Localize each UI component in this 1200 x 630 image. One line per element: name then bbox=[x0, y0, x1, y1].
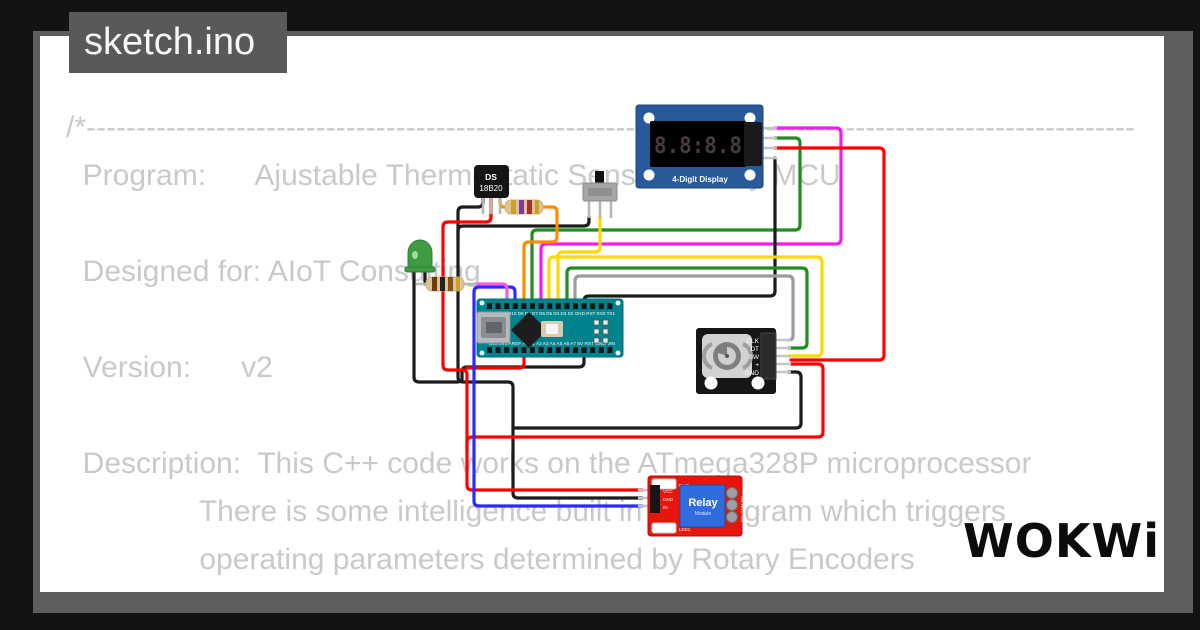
display-digits: 8.8:8.8 bbox=[654, 134, 742, 159]
encoder-pin-label-dt: DT bbox=[750, 346, 759, 353]
green-led bbox=[404, 239, 436, 273]
mount-hole bbox=[615, 350, 621, 356]
sensor-label-1: DS bbox=[485, 172, 497, 182]
rotary-encoder: CLK DT SW + GND bbox=[696, 328, 791, 394]
mount-hole bbox=[479, 350, 485, 356]
mount-hole bbox=[479, 300, 485, 306]
relay-box bbox=[679, 484, 726, 528]
resistor-led bbox=[416, 276, 477, 292]
display-connector bbox=[744, 122, 762, 166]
nano-mcu-chip bbox=[511, 312, 547, 348]
wire-switch-sig-yellow bbox=[556, 215, 602, 305]
encoder-knob-center bbox=[725, 354, 729, 358]
resistor-band bbox=[440, 277, 445, 291]
led-highlight bbox=[412, 251, 418, 259]
relay-pin-label-vcc: VCC bbox=[663, 489, 673, 494]
wire-display-5v-red bbox=[773, 146, 886, 362]
wire-display-dio-magenta bbox=[539, 126, 843, 305]
ds18b20-sensor: DS 18B20 bbox=[474, 165, 509, 214]
wire-encoder-sw-yellow bbox=[547, 255, 824, 358]
relay-led-label: LED1 bbox=[679, 527, 691, 532]
wire-display-clk-green bbox=[530, 136, 802, 305]
wire-encoder-5v-loop-red bbox=[465, 362, 825, 452]
mount-hole bbox=[751, 376, 765, 390]
wire-5v-rail-red bbox=[441, 196, 644, 492]
slide-switch bbox=[582, 171, 618, 218]
encoder-pin-label-gnd: GND bbox=[745, 370, 760, 377]
wire-led-sig-pink bbox=[474, 282, 509, 305]
mount-hole bbox=[615, 300, 621, 306]
relay-pin-label-gnd: GND bbox=[663, 497, 674, 502]
switch-knob bbox=[595, 171, 604, 187]
mount-hole bbox=[704, 376, 718, 390]
resistor-band bbox=[535, 200, 539, 214]
mount-hole bbox=[744, 112, 756, 124]
nano-bottom-silkscreen: D13 3V3 AREF A0 A1 A2 A3 A4 A5 A6 A7 5V … bbox=[489, 341, 615, 346]
resistor-band bbox=[519, 200, 524, 214]
sensor-body bbox=[474, 165, 509, 198]
wire-switch-gnd-black bbox=[456, 215, 591, 242]
nano-usb-slot bbox=[486, 322, 502, 333]
resistor-band bbox=[511, 200, 516, 214]
resistor-band bbox=[527, 200, 532, 214]
encoder-pin-label-sw: SW bbox=[749, 354, 760, 361]
relay-terminal bbox=[726, 511, 738, 523]
arduino-nano: D12 D11 D10 D9 D8 D7 D6 D5 D4 D3 D2 GND … bbox=[476, 298, 624, 358]
encoder-pin-label-clk: CLK bbox=[746, 338, 759, 345]
wire-gnd-rail-black bbox=[456, 196, 644, 500]
wire-encoder-gnd-black bbox=[511, 370, 803, 430]
relay-jumper-bottom bbox=[651, 522, 677, 534]
encoder-arrow bbox=[742, 342, 753, 370]
led-body bbox=[407, 239, 433, 270]
wokwi-logo-text: WOKWi bbox=[963, 514, 1160, 568]
seven-segment-display-module: 8.8:8.8 4-Digit Display bbox=[635, 104, 777, 189]
encoder-pin-block bbox=[760, 332, 777, 380]
relay-terminal bbox=[726, 487, 738, 499]
wire-encoder-dt-green bbox=[565, 266, 809, 350]
relay-module: PWR LED1 VCC GND IN Relay Module NO COM … bbox=[638, 475, 745, 537]
switch-slot bbox=[588, 188, 612, 196]
relay-pin-label-in: IN bbox=[663, 505, 668, 510]
relay-terminal bbox=[726, 499, 738, 511]
resistor-band bbox=[448, 277, 453, 291]
wire-encoder-clk-gray bbox=[573, 274, 795, 342]
relay-title: Relay bbox=[688, 497, 718, 509]
encoder-arrow bbox=[702, 342, 713, 370]
mount-hole bbox=[643, 169, 655, 181]
resistor-band bbox=[456, 277, 460, 291]
led-flange bbox=[404, 266, 436, 273]
nano-reset-cap bbox=[546, 324, 558, 334]
encoder-pin-label-vcc: + bbox=[755, 362, 759, 369]
nano-icsp-pins bbox=[593, 319, 609, 344]
sensor-label-2: 18B20 bbox=[479, 184, 503, 193]
sketch-filename: sketch.ino bbox=[84, 21, 256, 63]
wire-relay-in-blue bbox=[472, 285, 644, 508]
display-label: 4-Digit Display bbox=[672, 175, 728, 184]
mount-hole bbox=[744, 169, 756, 181]
relay-terminal-labels: NO COM NC bbox=[740, 495, 745, 522]
mount-hole bbox=[643, 112, 655, 124]
relay-pin-header bbox=[650, 485, 660, 513]
wokwi-logo: WOKWi bbox=[963, 514, 1160, 568]
resistor-band bbox=[432, 277, 437, 291]
relay-subtitle: Module bbox=[695, 511, 712, 517]
sketch-title-tab: sketch.ino bbox=[69, 12, 287, 73]
resistor-pullup bbox=[504, 199, 544, 215]
wire-led-gnd-black bbox=[412, 264, 460, 384]
nano-top-silkscreen: D12 D11 D10 D9 D8 D7 D6 D5 D4 D3 D2 GND … bbox=[489, 311, 616, 316]
wire-nano-5v-red bbox=[465, 350, 526, 370]
display-screen bbox=[650, 121, 746, 167]
wire-sensor-data-orange-b bbox=[522, 205, 559, 305]
